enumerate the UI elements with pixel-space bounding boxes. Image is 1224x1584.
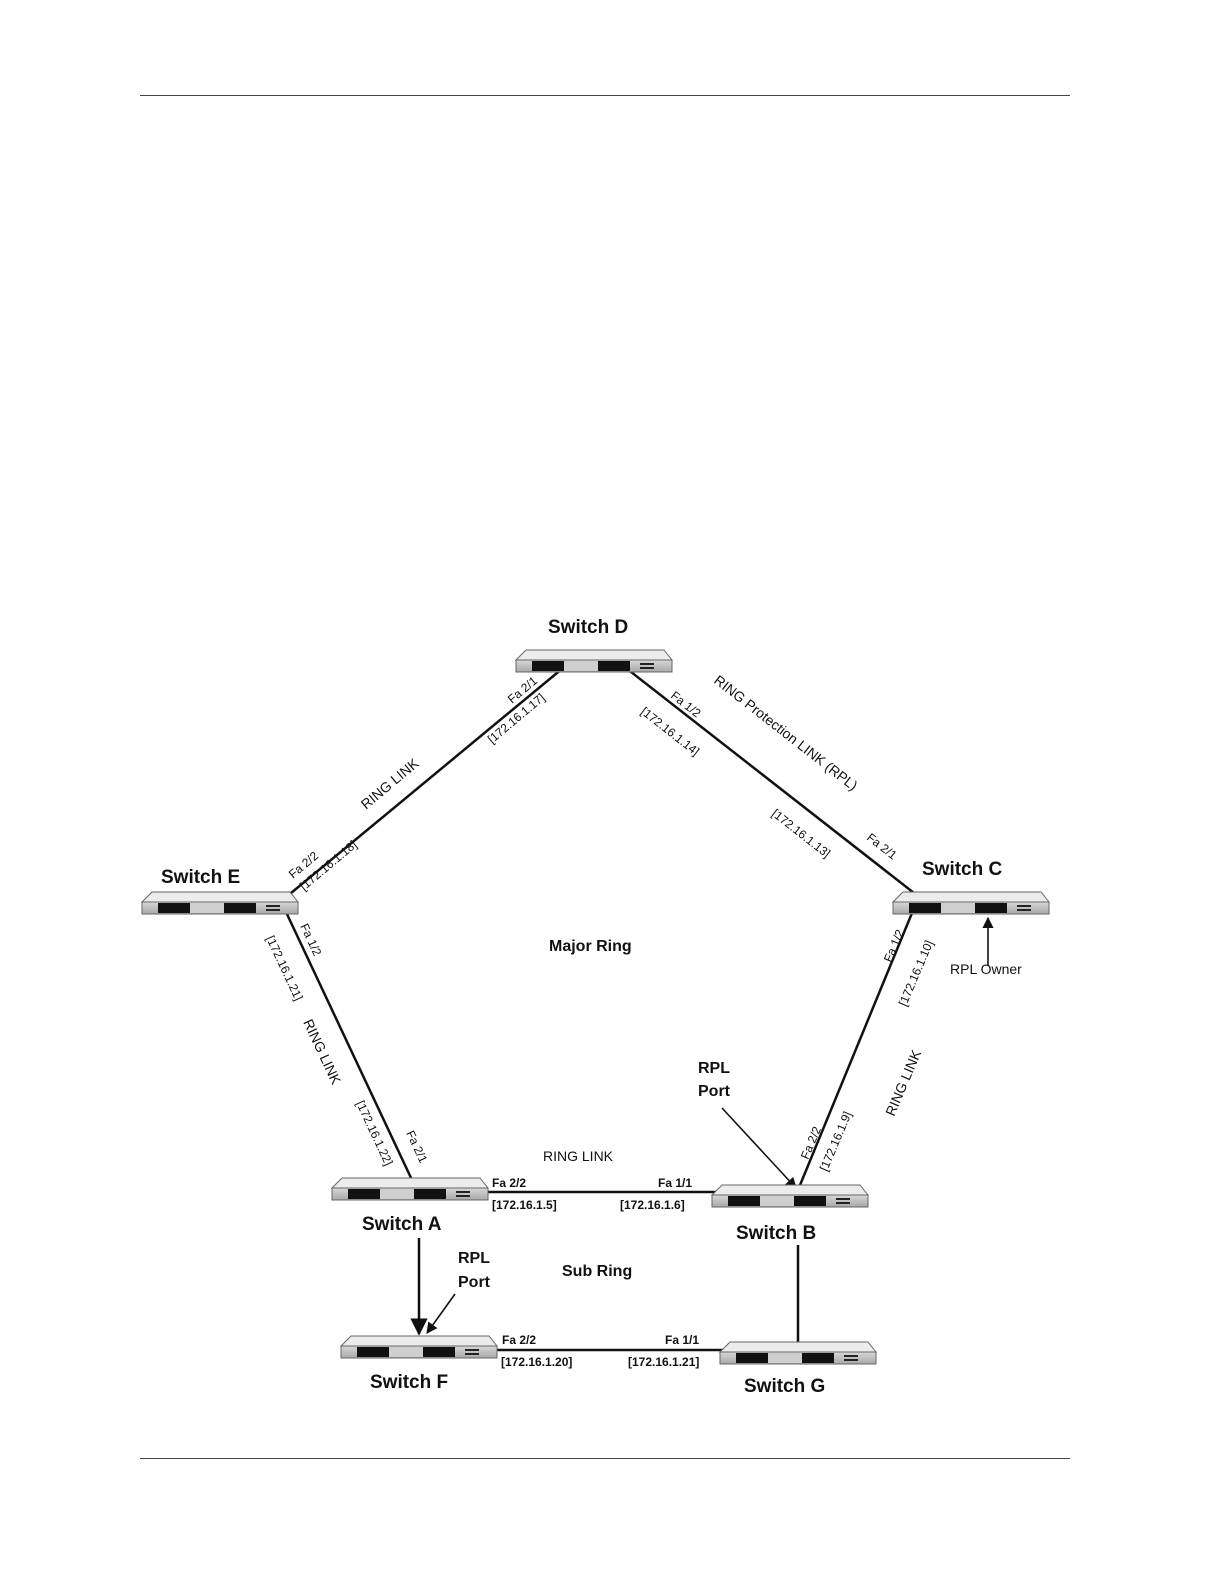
rpl-port-b-arrow — [721, 1107, 797, 1189]
link-d-c — [625, 667, 915, 894]
switch-f-device — [340, 1335, 498, 1359]
switch-c-ip-10: [172.16.1.10] — [896, 938, 936, 1008]
switch-c-device — [892, 891, 1050, 915]
switch-c-label: Switch C — [922, 859, 1003, 880]
switch-b-port-fa11: Fa 1/1 — [658, 1176, 692, 1190]
switch-b-ip-6: [172.16.1.6] — [620, 1198, 685, 1212]
switch-b-device — [711, 1184, 869, 1208]
major-ring-label: Major Ring — [549, 938, 632, 955]
switch-f-label: Switch F — [370, 1372, 448, 1393]
switch-d-device — [515, 649, 673, 673]
switch-f-ip-20: [172.16.1.20] — [501, 1355, 572, 1369]
switch-b-ip-9: [172.16.1.9] — [817, 1109, 855, 1173]
rpl-port-f-arrow — [426, 1293, 456, 1334]
link-c-b — [796, 912, 914, 1191]
switch-b-label: Switch B — [736, 1223, 816, 1244]
rpl-port-f-label-line1: RPL — [458, 1250, 490, 1267]
header-rule — [140, 95, 1070, 96]
switch-g-device — [719, 1341, 877, 1365]
switch-f-port-fa22: Fa 2/2 — [502, 1333, 536, 1347]
switch-d-label: Switch D — [548, 617, 628, 638]
switch-e-port-fa12: Fa 1/2 — [297, 921, 324, 958]
switch-e-ip-21: [172.16.1.21] — [263, 933, 305, 1002]
link-e-a-label: RING LINK — [300, 1017, 344, 1088]
rpl-port-b-label-line1: RPL — [698, 1060, 730, 1077]
link-d-e-label: RING LINK — [358, 755, 422, 813]
switch-g-port-fa11: Fa 1/1 — [665, 1333, 699, 1347]
link-a-b-label: RING LINK — [543, 1148, 614, 1164]
switch-g-label: Switch G — [744, 1376, 825, 1397]
switch-b-port-fa22: Fa 2/2 — [798, 1124, 824, 1161]
switch-a-port-fa21: Fa 2/1 — [403, 1128, 430, 1165]
footer-rule — [140, 1458, 1070, 1459]
switch-a-ip-5: [172.16.1.5] — [492, 1198, 557, 1212]
link-d-e — [284, 667, 564, 899]
link-d-c-label: RING Protection LINK (RPL) — [711, 672, 861, 794]
link-c-b-label: RING LINK — [882, 1047, 924, 1118]
link-e-a — [284, 911, 414, 1181]
sub-ring-label: Sub Ring — [562, 1263, 632, 1280]
switch-e-label: Switch E — [161, 867, 240, 888]
switch-c-ip-13: [172.16.1.13] — [769, 806, 833, 860]
switch-a-device — [331, 1177, 489, 1201]
rpl-port-b-label-line2: Port — [698, 1083, 731, 1100]
switch-g-ip-21: [172.16.1.21] — [628, 1355, 699, 1369]
switch-e-device — [141, 891, 299, 915]
switch-a-label: Switch A — [362, 1214, 442, 1235]
rpl-owner-label: RPL Owner — [950, 961, 1022, 977]
switch-a-port-fa22: Fa 2/2 — [492, 1176, 526, 1190]
rpl-port-f-label-line2: Port — [458, 1274, 491, 1291]
switch-c-port-fa12: Fa 1/2 — [881, 927, 907, 964]
